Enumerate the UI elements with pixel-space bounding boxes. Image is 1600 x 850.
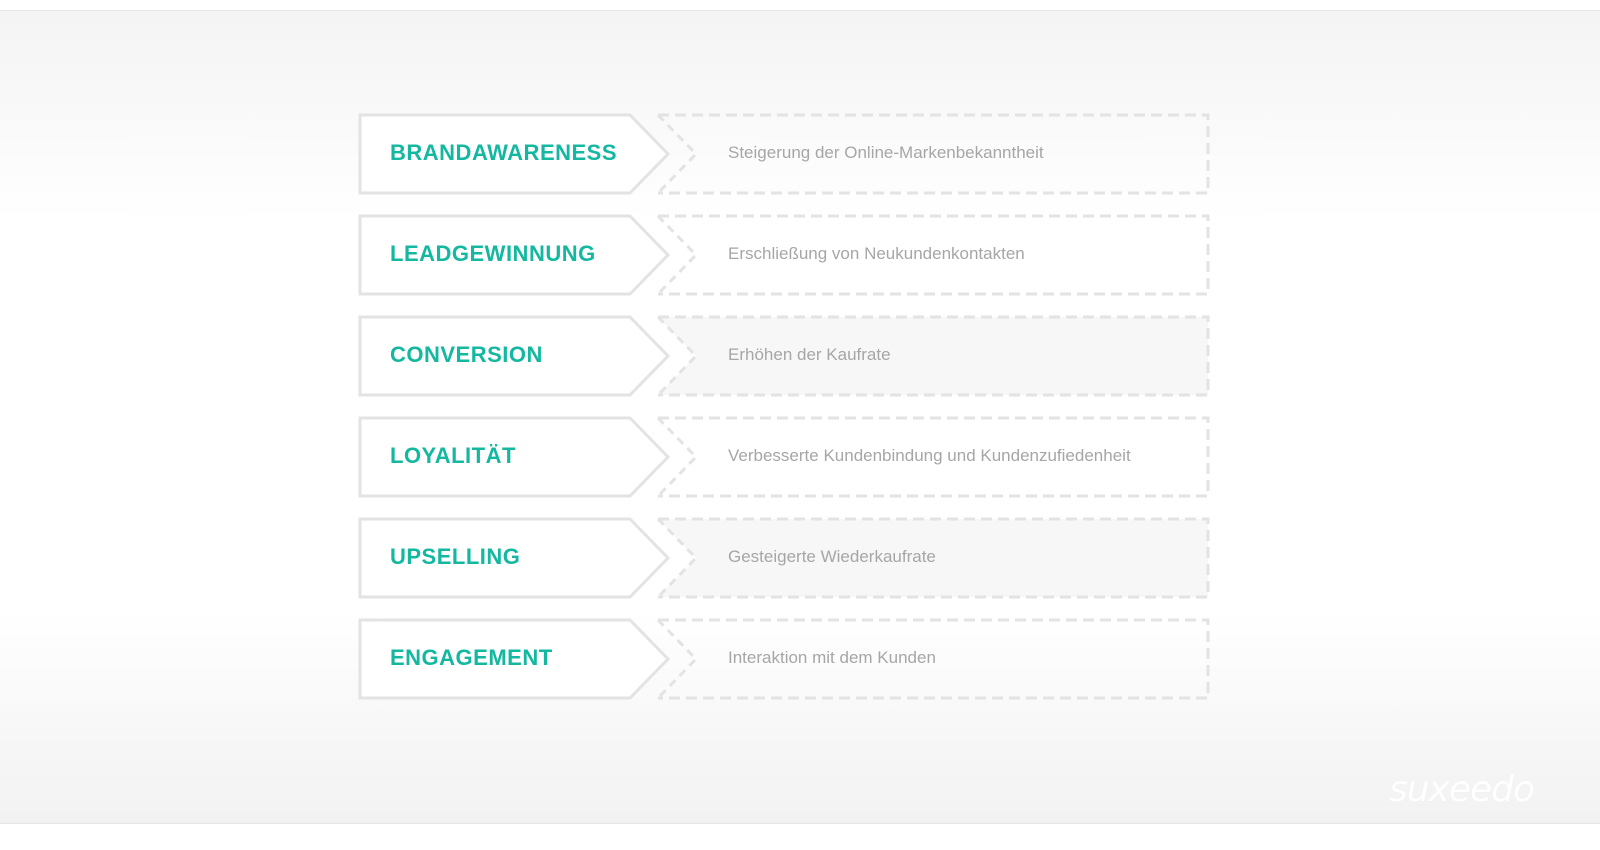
description-box-fill <box>658 317 1208 395</box>
goal-row-leadgewinnung: LEADGEWINNUNG Erschließung von Neukunden… <box>358 214 1210 296</box>
arrow-label-box <box>358 214 671 296</box>
arrow-label-box <box>358 416 671 498</box>
goal-description: Verbesserte Kundenbindung und Kundenzufi… <box>728 446 1131 465</box>
description-box-outline <box>658 618 1210 700</box>
goal-title: UPSELLING <box>390 544 521 569</box>
goal-title: LOYALITÄT <box>390 443 516 468</box>
goal-description: Steigerung der Online-Markenbekanntheit <box>728 143 1044 162</box>
description-box-notch <box>656 618 699 700</box>
goal-description: Erschließung von Neukundenkontakten <box>728 244 1025 263</box>
goal-description: Gesteigerte Wiederkaufrate <box>728 547 936 566</box>
description-box-notch <box>656 517 699 599</box>
goal-title: ENGAGEMENT <box>390 645 553 670</box>
description-box-outline <box>658 416 1210 498</box>
diagram-canvas: BRANDAWARENESS Steigerung der Online-Mar… <box>0 10 1600 824</box>
goal-row-shape <box>358 517 1210 599</box>
arrow-label-box <box>358 113 671 195</box>
arrow-label-box <box>358 618 671 700</box>
suxeedo-logo: suxeedo <box>1388 769 1535 810</box>
description-box-notch <box>656 113 699 195</box>
description-box-notch <box>656 315 699 397</box>
goal-row-shape <box>358 416 1210 498</box>
description-box-outline <box>658 214 1210 296</box>
description-box-notch <box>656 214 699 296</box>
goal-row-upselling: UPSELLING Gesteigerte Wiederkaufrate <box>358 517 1210 599</box>
goal-title: LEADGEWINNUNG <box>390 241 596 266</box>
goal-row-loyalitaet: LOYALITÄT Verbesserte Kundenbindung und … <box>358 416 1210 498</box>
goal-row-shape <box>358 214 1210 296</box>
goal-title: CONVERSION <box>390 342 543 367</box>
description-box-outline <box>658 113 1210 195</box>
goal-description: Interaktion mit dem Kunden <box>728 648 936 667</box>
goal-row-shape <box>358 618 1210 700</box>
arrow-label-box <box>358 315 671 397</box>
goal-row-engagement: ENGAGEMENT Interaktion mit dem Kunden <box>358 618 1210 700</box>
description-box-outline <box>658 517 1210 599</box>
description-box-notch <box>656 416 699 498</box>
description-box-outline <box>658 315 1210 397</box>
goal-row-shape <box>358 315 1210 397</box>
description-box-fill <box>658 519 1208 597</box>
goal-row-shape <box>358 113 1210 195</box>
goal-row-brandawareness: BRANDAWARENESS Steigerung der Online-Mar… <box>358 113 1210 195</box>
arrow-label-box <box>358 517 671 599</box>
goal-title: BRANDAWARENESS <box>390 140 618 165</box>
goal-description: Erhöhen der Kaufrate <box>728 345 891 364</box>
goal-row-conversion: CONVERSION Erhöhen der Kaufrate <box>358 315 1210 397</box>
goal-list: BRANDAWARENESS Steigerung der Online-Mar… <box>358 113 1210 719</box>
